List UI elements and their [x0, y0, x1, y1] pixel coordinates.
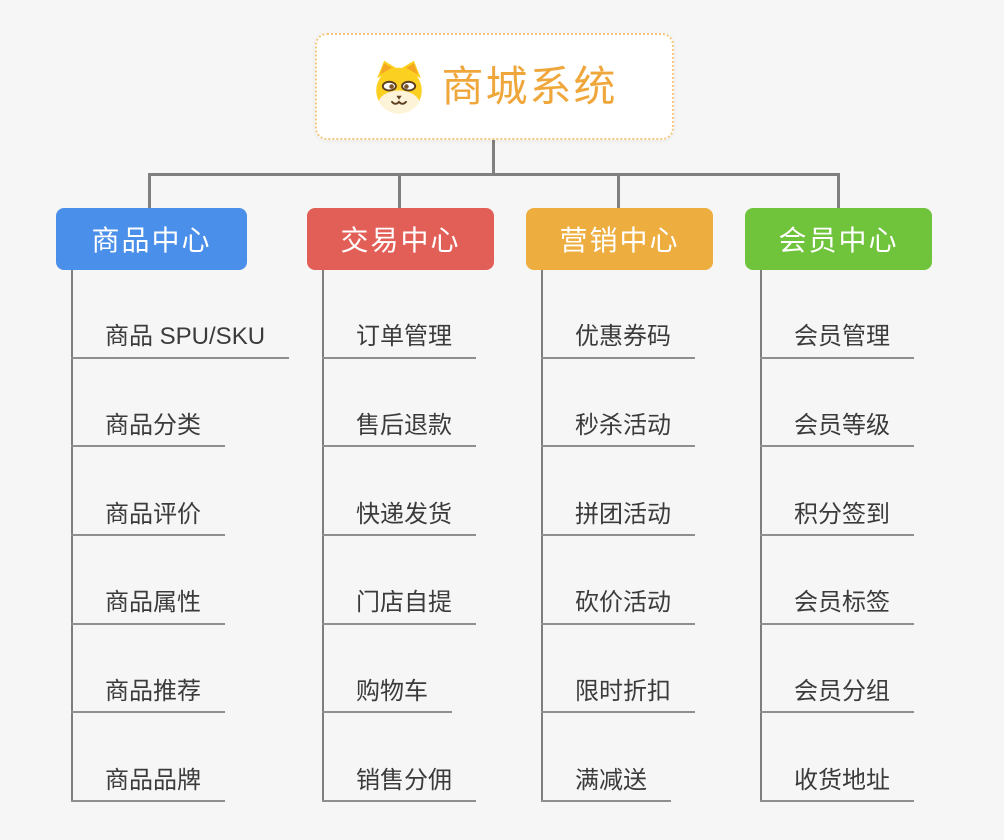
root-title: 商城系统	[441, 62, 618, 110]
branch-header-product-center[interactable]: 商品中心	[56, 208, 247, 270]
branch-children: 会员管理 会员等级 积分签到 会员标签 会员分组 收货地址	[760, 270, 914, 803]
branch-label: 营销中心	[559, 225, 680, 256]
leaf-item[interactable]: 商品 SPU/SKU	[71, 270, 290, 359]
branch-children: 优惠券码 秒杀活动 拼团活动 砍价活动 限时折扣 满减送	[541, 270, 695, 803]
leaf-item[interactable]: 商品属性	[71, 536, 225, 625]
branch-header-trade-center[interactable]: 交易中心	[307, 208, 494, 270]
leaf-item[interactable]: 积分签到	[760, 447, 914, 537]
connector-drop-product-center	[148, 173, 151, 208]
branch-children: 商品 SPU/SKU 商品分类 商品评价 商品属性 商品推荐 商品品牌	[71, 270, 290, 803]
leaf-item[interactable]: 拼团活动	[541, 447, 695, 537]
leaf-item[interactable]: 购物车	[322, 625, 452, 714]
branch-header-member-center[interactable]: 会员中心	[745, 208, 932, 270]
leaf-item[interactable]: 收货地址	[760, 713, 914, 803]
leaf-item[interactable]: 售后退款	[322, 359, 476, 448]
leaf-item[interactable]: 限时折扣	[541, 625, 695, 714]
connector-drop-marketing-center	[617, 173, 620, 208]
leaf-item[interactable]: 订单管理	[322, 270, 476, 359]
leaf-item[interactable]: 满减送	[541, 713, 671, 803]
leaf-item[interactable]: 会员标签	[760, 536, 914, 625]
leaf-item[interactable]: 会员等级	[760, 359, 914, 448]
connector-drop-trade-center	[398, 173, 401, 208]
connector-root-stem	[492, 140, 495, 176]
leaf-item[interactable]: 商品品牌	[71, 713, 225, 803]
branch-label: 商品中心	[91, 225, 212, 256]
dog-face-icon	[376, 60, 423, 113]
branch-label: 交易中心	[340, 225, 461, 256]
leaf-item[interactable]: 砍价活动	[541, 536, 695, 625]
root-node[interactable]: 商城系统	[315, 33, 674, 140]
branch-header-marketing-center[interactable]: 营销中心	[526, 208, 713, 270]
leaf-item[interactable]: 门店自提	[322, 536, 476, 625]
leaf-item[interactable]: 优惠券码	[541, 270, 695, 359]
leaf-item[interactable]: 销售分佣	[322, 713, 476, 803]
leaf-item[interactable]: 会员分组	[760, 625, 914, 714]
leaf-item[interactable]: 会员管理	[760, 270, 914, 359]
leaf-item[interactable]: 商品分类	[71, 359, 225, 448]
branch-children: 订单管理 售后退款 快递发货 门店自提 购物车 销售分佣	[322, 270, 476, 803]
leaf-item[interactable]: 秒杀活动	[541, 359, 695, 448]
leaf-item[interactable]: 商品评价	[71, 447, 225, 537]
connector-drop-member-center	[837, 173, 840, 208]
connector-horizontal-bar	[148, 173, 840, 176]
branch-label: 会员中心	[778, 225, 899, 256]
leaf-item[interactable]: 商品推荐	[71, 625, 225, 714]
leaf-item[interactable]: 快递发货	[322, 447, 476, 537]
